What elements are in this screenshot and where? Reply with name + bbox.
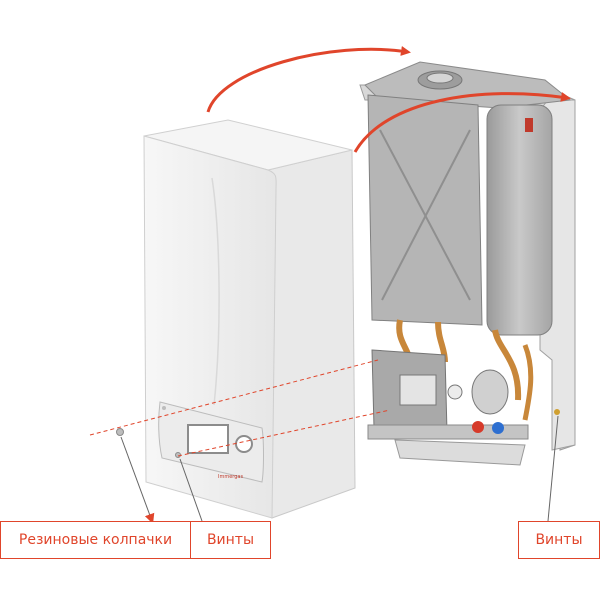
callout-screws-right-label: Винты <box>535 532 583 548</box>
rubber-cap <box>116 428 124 436</box>
brand-logo: Immergas <box>218 474 243 480</box>
tank-valve <box>525 118 533 132</box>
screw-left <box>175 452 181 458</box>
front-cover: Immergas <box>116 119 356 519</box>
pipe-far-right <box>522 344 534 421</box>
movement-arrow-back <box>206 45 411 113</box>
screw-right <box>554 409 560 415</box>
expansion-tank <box>486 104 553 336</box>
callout-rubber-caps-label: Резиновые колпачки <box>18 532 173 548</box>
pump <box>471 369 509 415</box>
guide-line-upper <box>89 359 379 436</box>
alignment-guides <box>89 359 391 457</box>
bottom-manifold <box>367 424 529 440</box>
blue-valve <box>492 422 504 434</box>
cover-hole <box>162 406 166 410</box>
cover-display <box>187 424 229 454</box>
leader-screws-left <box>179 458 203 522</box>
cover-side-panel <box>267 149 356 519</box>
pipe-right <box>492 329 522 401</box>
leader-screws-right <box>547 415 559 522</box>
cover-crease <box>211 177 220 406</box>
callout-screws-left: Винты <box>190 521 271 559</box>
boiler-body <box>359 61 576 466</box>
exchanger-brace <box>381 129 471 301</box>
leader-rubber-caps <box>120 436 155 524</box>
leader-lines <box>120 415 559 524</box>
cover-knob <box>235 435 253 453</box>
callout-screws-left-label: Винты <box>206 532 255 548</box>
flue-inner <box>426 72 454 84</box>
red-valve <box>472 421 484 433</box>
movement-arrow-front <box>353 92 571 153</box>
pressure-gauge <box>447 384 463 400</box>
guide-line-lower <box>177 409 391 457</box>
bottom-plate <box>394 439 526 466</box>
callout-screws-right: Винты <box>518 521 600 559</box>
callout-rubber-caps: Резиновые колпачки <box>0 521 191 559</box>
control-display <box>399 374 437 406</box>
